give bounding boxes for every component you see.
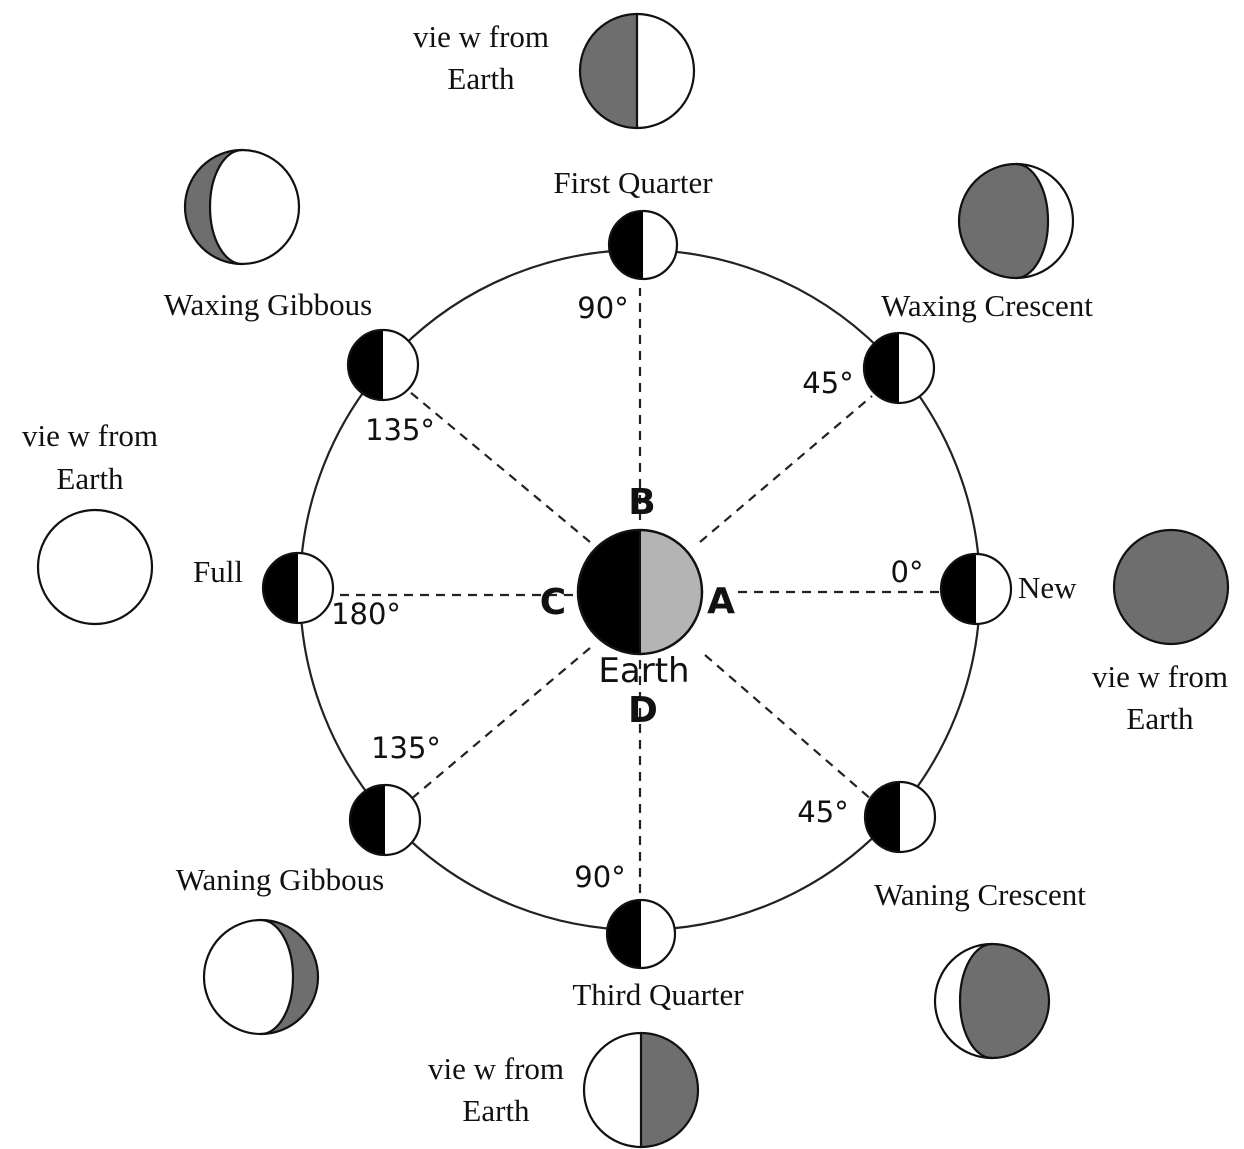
point-label-a: A [707, 581, 735, 622]
view-label-right-line2: Earth [1126, 701, 1194, 736]
view-waxing-gibbous [183, 148, 301, 266]
label-waxing-crescent: Waxing Crescent [881, 288, 1093, 323]
orbit-moon-first-quarter [607, 209, 679, 281]
view-first-quarter [578, 12, 696, 130]
orbit-moon-waxing-gibbous [346, 328, 420, 402]
angle-label-right: 0° [891, 555, 924, 589]
angle-label-upper-right: 45° [802, 366, 853, 400]
view-full [36, 508, 154, 626]
view-label-top-line1: vie w from [413, 19, 549, 54]
angle-label-left: 180° [331, 597, 401, 631]
earth-lit-half [640, 530, 702, 654]
view-waning-crescent [933, 942, 1051, 1060]
earth-dark-half [578, 530, 640, 654]
view-waxing-crescent [957, 162, 1075, 280]
label-full: Full [193, 554, 243, 589]
label-waning-gibbous: Waning Gibbous [176, 862, 384, 897]
view-label-top-line2: Earth [447, 61, 515, 96]
ray-upper-right [699, 395, 873, 543]
ray-lower-right [704, 654, 873, 801]
earth [576, 528, 704, 656]
angle-label-upper-left: 135° [365, 413, 435, 447]
label-waning-crescent: Waning Crescent [874, 877, 1086, 912]
view-label-bottom-line1: vie w from [428, 1051, 564, 1086]
ray-upper-left [409, 391, 591, 543]
view-label-right-line1: vie w from [1092, 659, 1228, 694]
orbit-moon-waning-crescent [863, 780, 937, 854]
orbit-moon-third-quarter [605, 898, 677, 970]
angle-label-bottom: 90° [574, 860, 625, 894]
point-label-b: B [628, 482, 655, 523]
angle-rays [336, 288, 942, 900]
orbit-moon-waxing-crescent [862, 331, 936, 405]
label-third-quarter: Third Quarter [572, 977, 744, 1012]
orbit-moon-new [939, 552, 1013, 626]
label-first-quarter: First Quarter [553, 165, 713, 200]
label-waxing-gibbous: Waxing Gibbous [164, 287, 372, 322]
view-new [1112, 528, 1230, 646]
view-waning-gibbous [202, 918, 320, 1036]
label-new: New [1018, 570, 1077, 605]
angle-label-lower-left: 135° [371, 731, 441, 765]
orbit-moon-full [261, 551, 335, 625]
point-label-c: C [540, 582, 566, 623]
point-label-d: D [628, 690, 658, 731]
ray-lower-left [409, 647, 591, 801]
view-label-left-line1: vie w from [22, 418, 158, 453]
angle-label-top: 90° [577, 291, 628, 325]
orbit-moon-waning-gibbous [348, 783, 422, 857]
earth-label: Earth [598, 651, 689, 691]
view-third-quarter [582, 1031, 700, 1149]
view-label-bottom-line2: Earth [462, 1093, 530, 1128]
view-label-left-line2: Earth [56, 461, 124, 496]
angle-label-lower-right: 45° [797, 795, 848, 829]
